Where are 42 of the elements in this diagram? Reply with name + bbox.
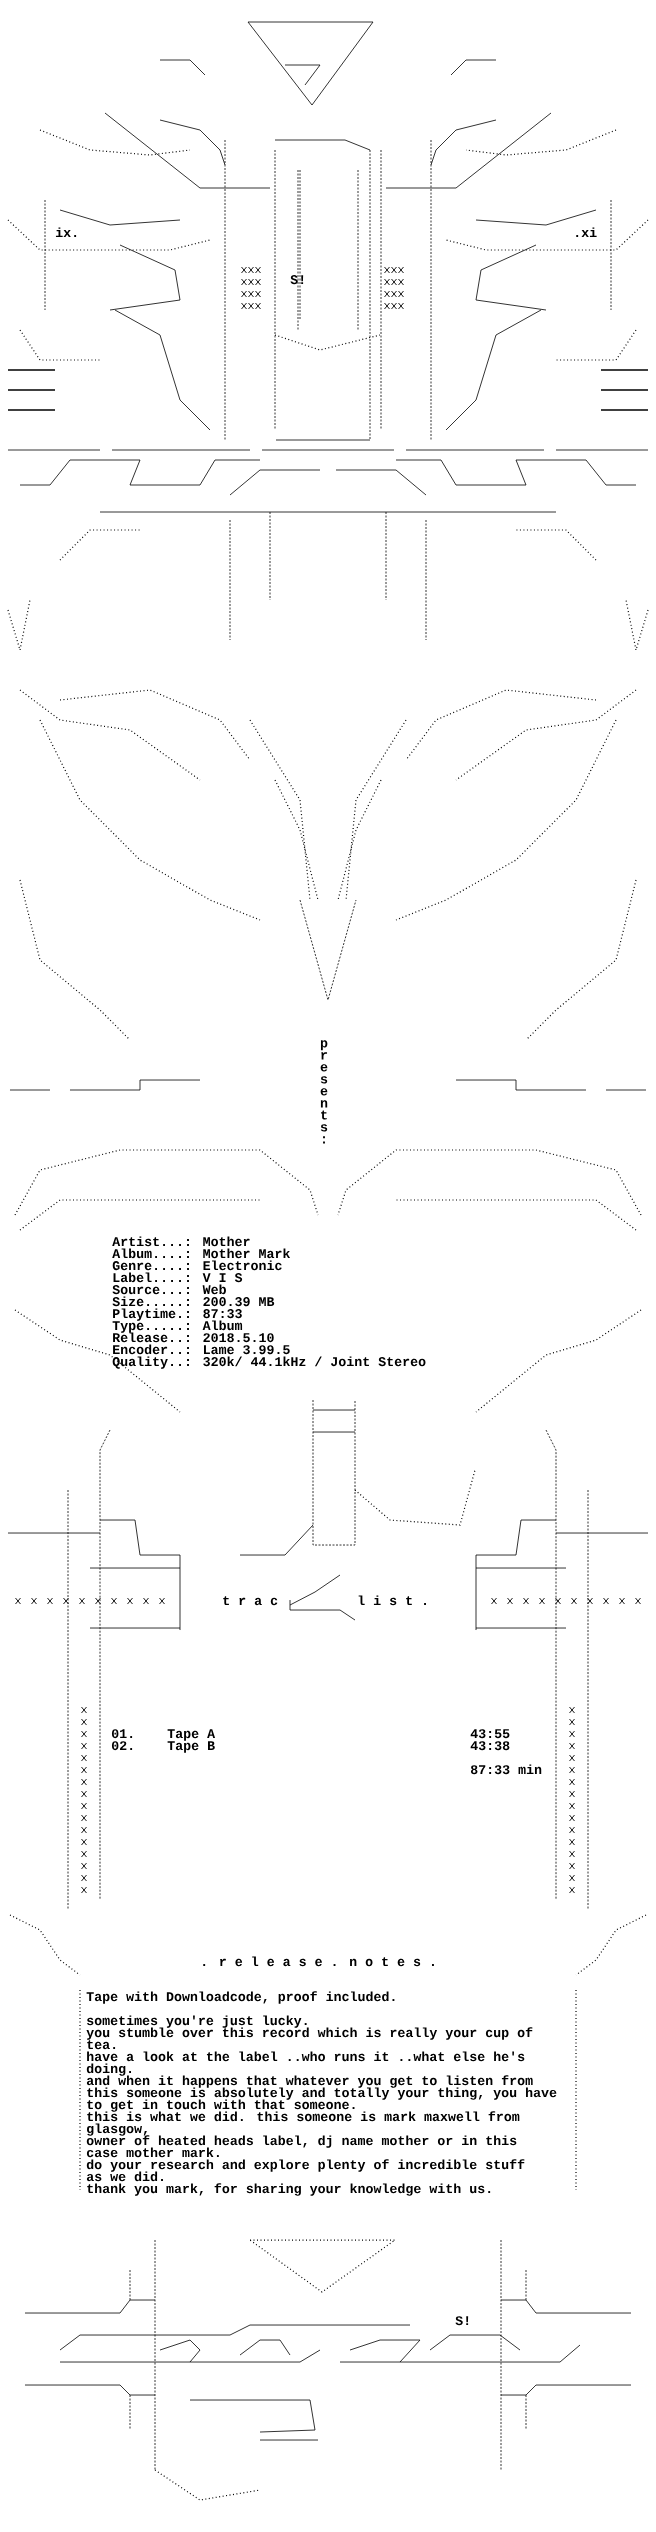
note-line: thank you mark, for sharing your knowledge with us. bbox=[87, 2183, 491, 2196]
info-line: Source...: Web bbox=[112, 1284, 226, 1295]
note-line: and when it happens that whatever you get to listen from bbox=[86, 2075, 533, 2088]
note-line: doing. bbox=[86, 2063, 132, 2076]
info-line: Size.....: 200.39 MB bbox=[112, 1296, 275, 1307]
info-line: Playtime.: 87:33 bbox=[113, 1308, 242, 1321]
note-line: this is what we did. this someone is mark maxwell from bbox=[87, 2111, 520, 2122]
info-line: Quality..: 320k/ 44.1kHz / Joint Stereo bbox=[112, 1356, 426, 1369]
info-line: Type.....: Album bbox=[112, 1320, 243, 1333]
note-line: have a look at the label ..who runs it ..what else he's bbox=[87, 2051, 525, 2062]
info-line: Encoder..: Lame 3.99.5 bbox=[113, 1344, 290, 1355]
info-line: Label....: V I S bbox=[113, 1272, 243, 1283]
track-title: Tape B bbox=[167, 1741, 215, 1753]
track-number: 02. bbox=[111, 1741, 133, 1751]
signature: S! bbox=[290, 275, 304, 285]
info-line: Genre....: Electronic bbox=[112, 1260, 282, 1271]
info-line: Album....: Mother Mark bbox=[112, 1248, 291, 1259]
section-heading: l i s t . bbox=[358, 1595, 426, 1606]
section-heading: t r a c bbox=[223, 1596, 278, 1606]
art-letters: .xi bbox=[576, 227, 597, 237]
info-line: Artist...: Mother bbox=[112, 1236, 250, 1247]
track-title: Tape A bbox=[167, 1729, 216, 1741]
note-line: sometimes you're just lucky. bbox=[87, 2015, 307, 2028]
info-line: Release..: 2018.5.10 bbox=[113, 1332, 274, 1343]
note-line: as we did. bbox=[86, 2171, 163, 2182]
art-letters: ix. bbox=[55, 227, 77, 237]
note-line: to get in touch with that someone. bbox=[87, 2099, 355, 2112]
section-heading: . r e l e a s e . n o t e s . bbox=[203, 1956, 434, 1967]
track-duration: 43:55 bbox=[470, 1729, 510, 1739]
note-line: tea. bbox=[87, 2040, 116, 2050]
vertical-word: p r e s e n t s : bbox=[320, 1040, 328, 1144]
note-line: case mother mark. bbox=[86, 2147, 219, 2158]
note-line: owner of heated heads label, dj name mother or in this bbox=[86, 2135, 517, 2148]
note-line: do your research and explore plenty of incredible stuff bbox=[86, 2159, 525, 2172]
note-line: this someone is absolutely and totally your thing, you have bbox=[87, 2087, 557, 2100]
note-line: you stumble over this record which is really your cup of bbox=[86, 2027, 533, 2040]
note-line: Tape with Downloadcode, proof included. bbox=[86, 1991, 395, 2004]
track-duration: 43:38 bbox=[470, 1741, 510, 1751]
total-duration: 87:33 min bbox=[470, 1764, 542, 1775]
track-number: 01. bbox=[111, 1729, 133, 1739]
signature: S! bbox=[455, 2316, 469, 2326]
note-line: glasgow, bbox=[87, 2123, 147, 2136]
